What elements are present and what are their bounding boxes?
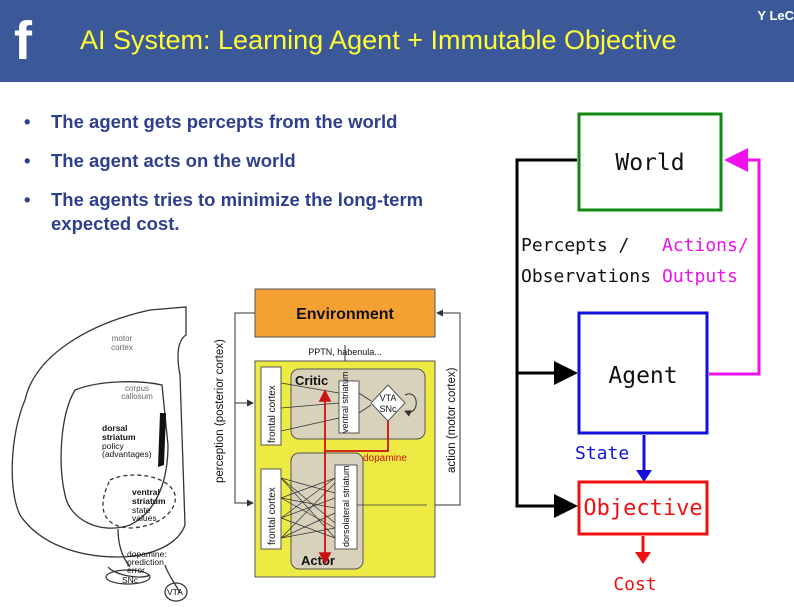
header-bar: f AI System: Learning Agent + Immutable … <box>0 0 794 82</box>
world-box <box>577 112 723 212</box>
frontal-cortex-critic <box>260 366 282 446</box>
snc-node-label: SNc <box>379 404 397 414</box>
bullet-item: • The agents tries to minimize the long-t… <box>24 188 504 236</box>
bullet-text: The agent acts on the world <box>51 150 296 171</box>
outputs-label: Outputs <box>662 266 738 287</box>
corpus-callosum-label-2: callosum <box>121 392 153 401</box>
dopamine-label-2: prediction <box>127 557 164 567</box>
critic-label: Critic <box>295 373 328 388</box>
author-label: Y LeC <box>757 8 794 23</box>
bullet-item: • The agent gets percepts from the world <box>24 110 504 134</box>
actor-label: Actor <box>301 553 335 568</box>
frontal-cortex-actor <box>260 468 282 550</box>
dopamine-label: dopamine <box>363 453 407 464</box>
bullet-marker: • <box>24 111 31 132</box>
environment-label: Environment <box>296 306 394 323</box>
motor-cortex-label-2: cortex <box>111 343 133 352</box>
frontal-cortex-label-2: frontal cortex <box>267 487 278 545</box>
corpus-callosum-mark <box>158 413 166 467</box>
vta-node-label: VTA <box>380 393 397 403</box>
striatum-outline <box>102 474 176 529</box>
dorsolateral-striatum-label: dorsolateral striatum <box>341 465 351 547</box>
action-label: action (motor cortex) <box>446 367 458 473</box>
dorsal-striatum-label-2: striatum <box>102 432 136 442</box>
agent-box <box>577 311 709 435</box>
motor-cortex-label: motor <box>112 334 133 343</box>
bullet-text: The agents tries to minimize the long-te… <box>51 189 424 234</box>
corpus-callosum-label: corpus <box>125 384 149 393</box>
perception-label: perception (posterior cortex) <box>214 339 226 483</box>
state-values-label-2: values <box>132 513 157 523</box>
dorsolateral-striatum-box <box>334 464 358 550</box>
vta-oval <box>164 582 188 602</box>
ventral-striatum-label-2: striatum <box>132 496 166 506</box>
actor-critic-diagram: Environment perception (posterior cortex… <box>214 288 461 578</box>
bullet-list: •The agent gets percepts from the world … <box>24 110 504 251</box>
objective-label: Objective <box>583 496 702 521</box>
policy-label-2: (advantages) <box>102 449 152 459</box>
facebook-logo-icon: f <box>14 11 32 71</box>
environment-box <box>254 288 436 338</box>
percepts-label: Percepts / <box>521 235 629 256</box>
inner-outline <box>60 381 169 529</box>
bullet-item: • The agent acts on the world <box>24 149 504 173</box>
ventral-striatum-label: ventral striatum <box>340 371 350 433</box>
snc-label: SNc <box>122 575 139 585</box>
snc-oval <box>105 569 151 585</box>
policy-label: policy <box>102 441 124 451</box>
objective-box <box>577 480 709 536</box>
state-label: State <box>575 443 629 464</box>
agent-label: Agent <box>608 363 677 389</box>
slide-title: AI System: Learning Agent + Immutable Ob… <box>80 25 677 55</box>
state-values-label: state <box>132 505 151 515</box>
ventral-striatum-label: ventral <box>132 487 160 497</box>
bullet-marker: • <box>24 189 31 210</box>
actions-label: Actions/ <box>662 235 749 256</box>
observations-label: Observations <box>521 266 651 287</box>
agent-loop-diagram: World Agent State Objective Cost Percept… <box>515 112 761 595</box>
dorsal-striatum-label: dorsal <box>102 423 128 433</box>
dopamine-label: dopamine: <box>127 549 167 559</box>
cost-label: Cost <box>613 574 656 595</box>
world-label: World <box>615 150 684 176</box>
vta-label: VTA <box>167 587 183 597</box>
bullet-text: The agent gets percepts from the world <box>51 111 398 132</box>
brain-sketch: motor cortex corpus callosum dorsal stri… <box>11 306 188 602</box>
ventral-striatum-box <box>338 380 360 434</box>
cortex-outline <box>11 306 187 558</box>
dopamine-label-3: error <box>127 565 145 575</box>
frontal-cortex-label: frontal cortex <box>267 385 278 443</box>
bullet-marker: • <box>24 150 31 171</box>
